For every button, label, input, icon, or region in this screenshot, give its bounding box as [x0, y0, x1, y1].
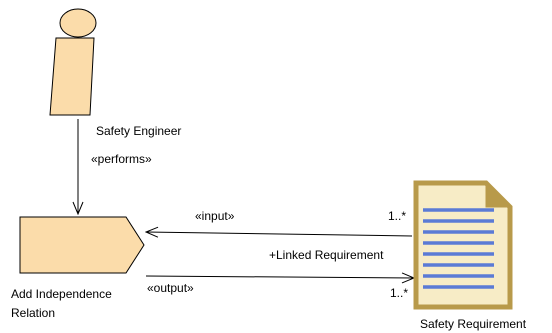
document-lines-icon	[423, 208, 494, 289]
add-independence-relation-task[interactable]: Add Independence Relation	[11, 216, 145, 320]
linked-requirement-role: +Linked Requirement	[269, 248, 384, 262]
input-connector[interactable]: «input» 1..*	[146, 209, 413, 236]
output-connector[interactable]: «output» 1..* +Linked Requirement	[145, 248, 414, 300]
role-body-icon	[49, 37, 95, 116]
role-label: Safety Engineer	[96, 124, 181, 138]
safety-requirement-document[interactable]: Safety Requirement	[413, 180, 527, 331]
task-label-line-1: Add Independence	[11, 287, 112, 301]
role-head-icon	[59, 8, 97, 38]
safety-engineer-role[interactable]: Safety Engineer	[49, 8, 181, 138]
task-shape-icon	[19, 216, 145, 274]
output-multiplicity: 1..*	[390, 286, 408, 300]
task-label-line-2: Relation	[11, 306, 55, 320]
input-label: «input»	[195, 209, 235, 223]
input-multiplicity: 1..*	[388, 209, 406, 223]
performs-label: «performs»	[91, 152, 152, 166]
document-label: Safety Requirement	[420, 317, 527, 331]
performs-connector[interactable]: «performs»	[78, 119, 152, 214]
document-fold-icon	[485, 181, 512, 208]
output-label: «output»	[147, 281, 194, 295]
